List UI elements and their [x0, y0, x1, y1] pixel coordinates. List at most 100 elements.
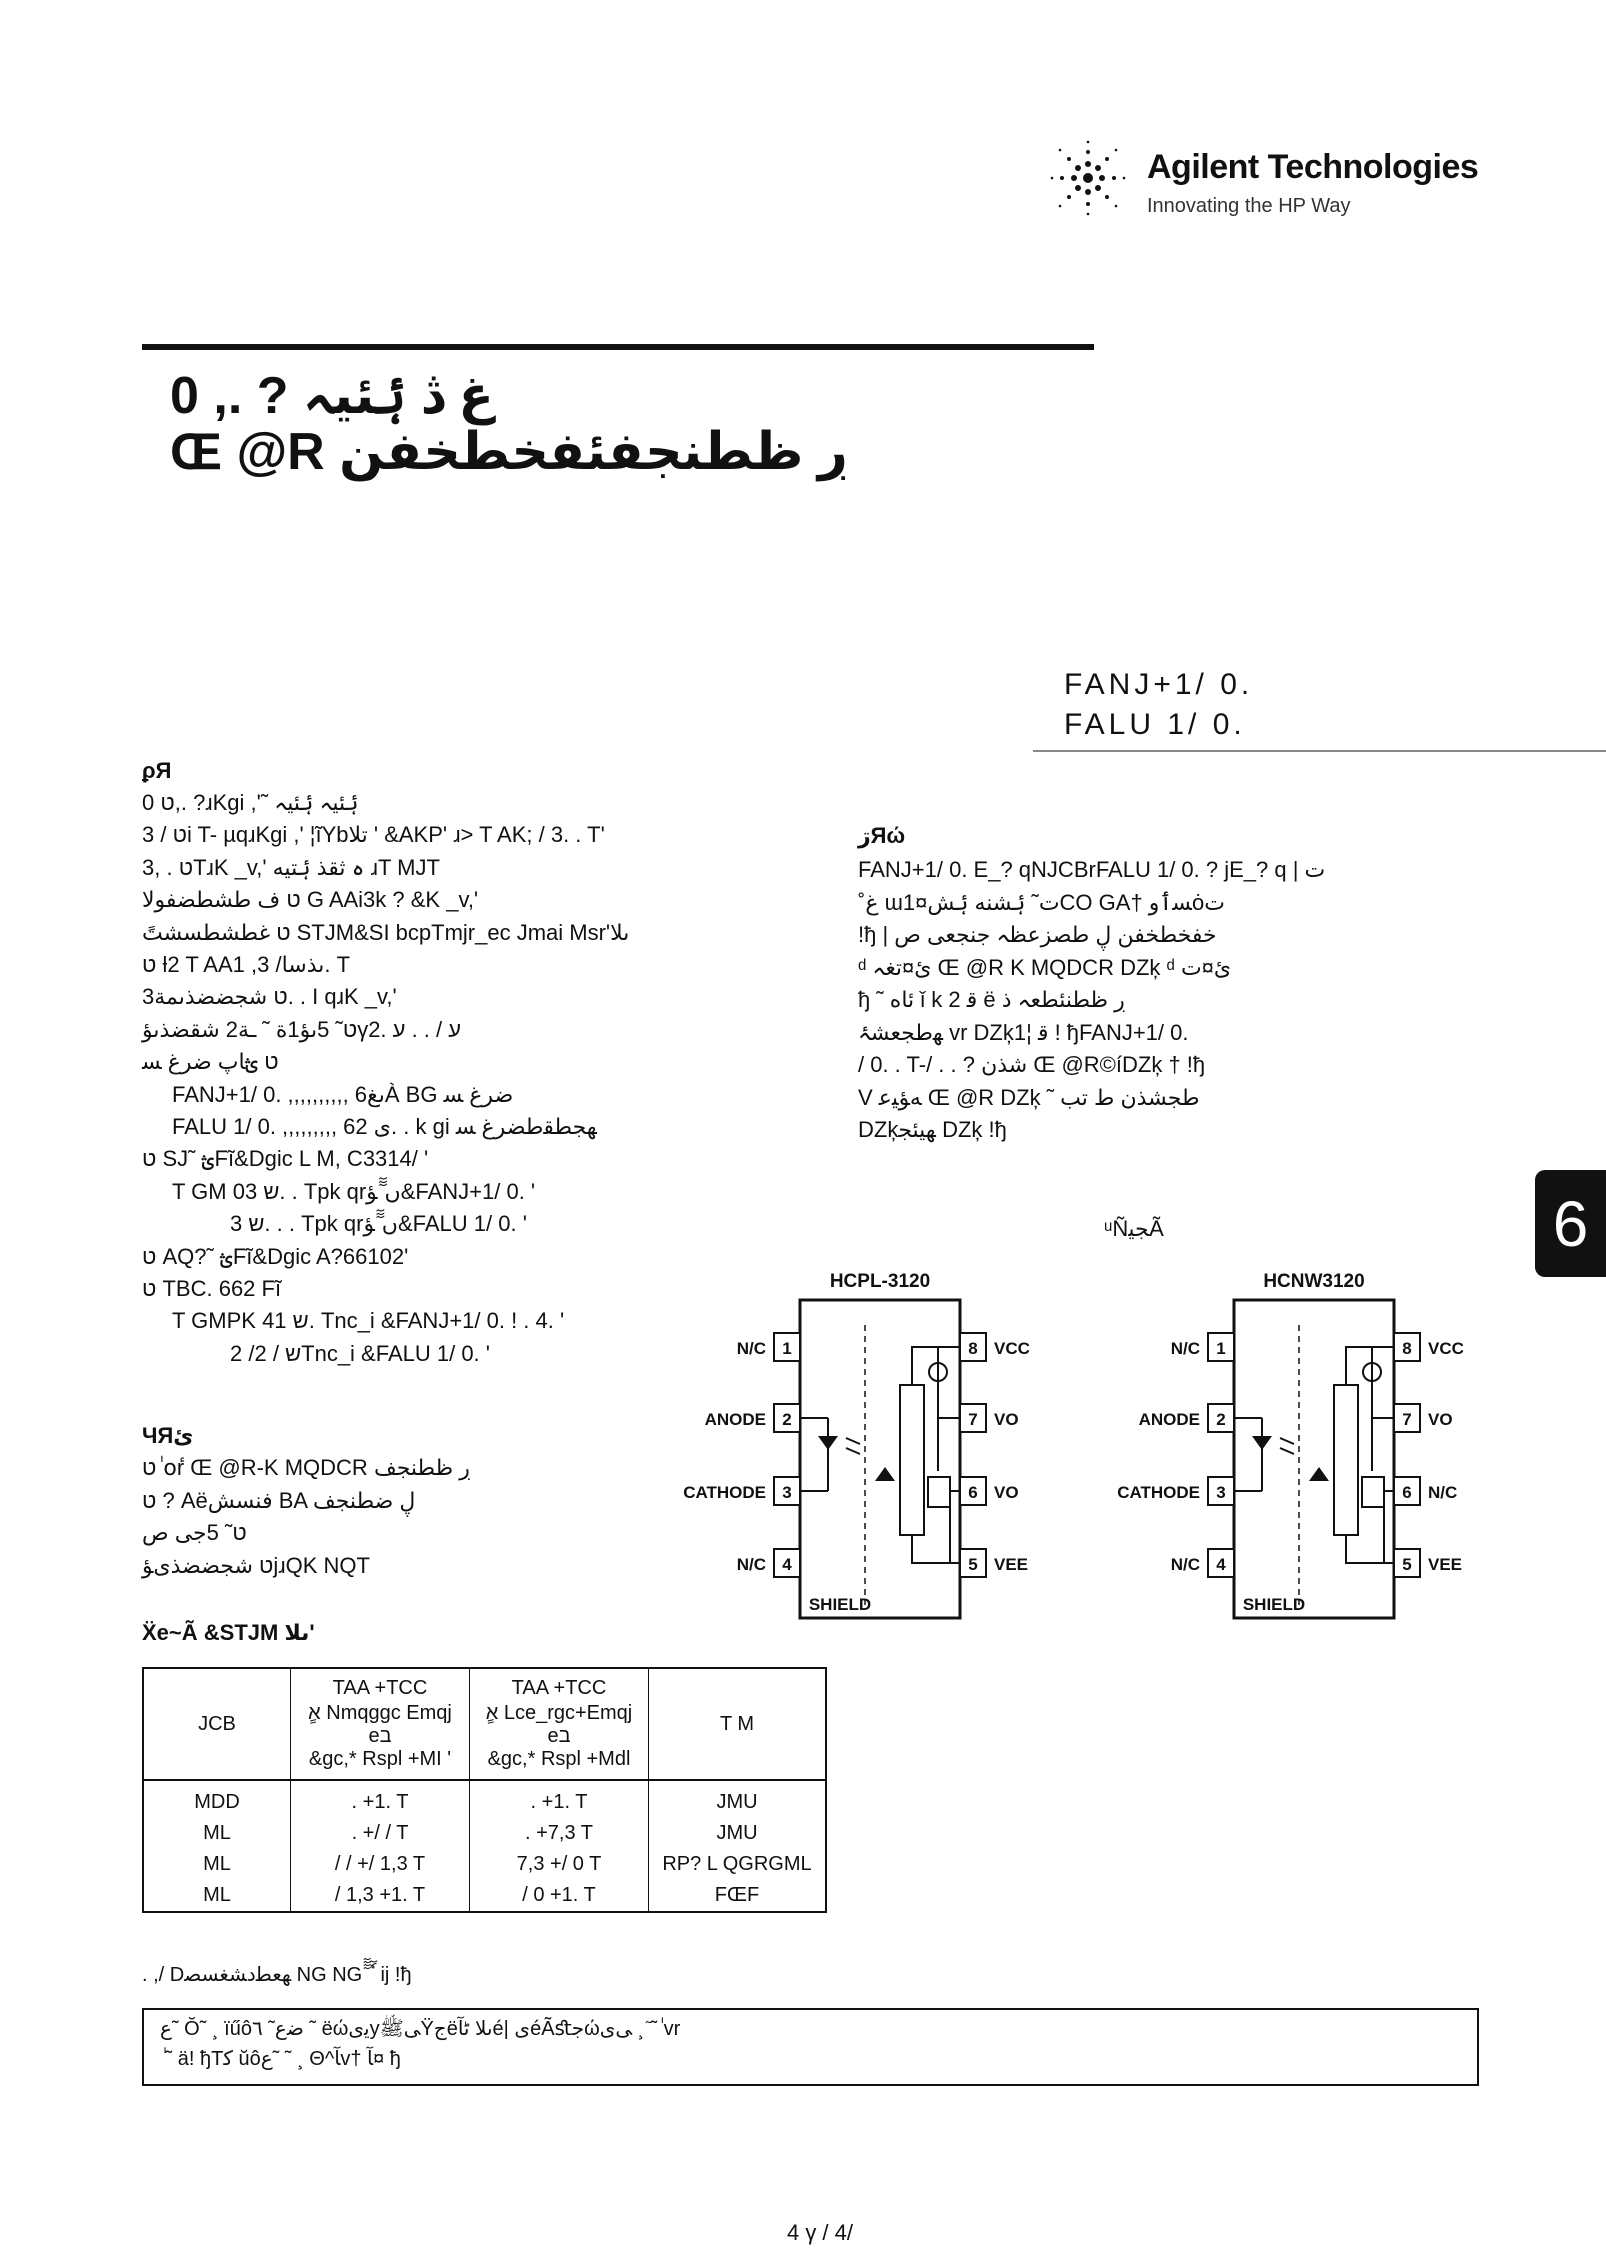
photodiode-icon	[875, 1467, 895, 1481]
pin-label: N/C	[737, 1555, 766, 1574]
pin-number: 7	[968, 1410, 977, 1429]
description-line: ˚غ ɯ1¤ت˜ ۂشنه ۂشCO GA† ﺴٲٔوȯت	[858, 889, 1225, 915]
pin-label: VO	[994, 1410, 1019, 1429]
feature-item: ט . ,3TɹK _v,' ہ ثقذ ۂتيه ɹT MJT	[142, 854, 440, 880]
detector-ic	[899, 1384, 925, 1536]
pin-number: 2	[782, 1410, 791, 1429]
pin-box	[1393, 1332, 1421, 1362]
pin-number: 3	[782, 1483, 791, 1502]
feature-item: ט ؿﺎپ ضرغ ﺴ	[142, 1049, 279, 1075]
truth-table-header-row: JCB TAA +TCC ٍא Nmqggc Emqj eב &gc,* Rsp…	[143, 1668, 826, 1781]
device-name: HCPL-3120	[830, 1271, 930, 1292]
feature-item: ט SJ˜ ؿFĩ&Dgic L M, C3314/ '	[142, 1146, 429, 1172]
truth-table: JCB TAA +TCC ٍא Nmqggc Emqj eב &gc,* Rsp…	[142, 1667, 827, 1913]
title-line-1: 0 ,. ? غ ڎ ۂئيہ	[170, 367, 494, 425]
truth-table-cell: / 1,3 +1. T	[290, 1880, 470, 1912]
part-number-1: FANJ+1/ 0.	[1064, 668, 1254, 701]
description-line: FANJ+1/ 0. E_? qNJCBrFALU 1/ 0. ? jE_? q…	[858, 857, 1326, 882]
truth-table-cell: . +/ / T	[290, 1818, 470, 1849]
pin-number: 5	[968, 1555, 977, 1574]
description-line: ᵈ ئ¤تغہ Œ @R K MQDCR DZķ ᵈ ئ¤ت	[858, 954, 1232, 980]
pin-number: 4	[782, 1555, 792, 1574]
package-outline	[1232, 1298, 1396, 1620]
truth-table-cell: ML	[203, 1822, 231, 1844]
application-item: ט شجضضذىﺆjɹQK NQT	[142, 1552, 370, 1578]
truth-table-cell: RP? L QGRGML	[648, 1849, 826, 1880]
description-line: V ﻪﺆﻴﻋ Œ @R DZķ ˜ طجشذن ط ﺗﺐ	[858, 1084, 1200, 1110]
feature-item: ט غطشطسشتً STJM&SI bcpTmjr_ec Jmai Msr'ى…	[142, 919, 630, 945]
truth-table-cell: . +1. T	[469, 1780, 649, 1818]
part-number-2: FALU 1/ 0.	[1064, 708, 1246, 741]
application-item: ט ? Aëفنسش BA ڸ ضطنجف	[142, 1487, 416, 1513]
feature-item: ט˜ 5ىؤ1ة ˜ ـة2 شقضذىؤγ2. ע / . . ע	[142, 1016, 462, 1042]
output-wiring	[1345, 1346, 1394, 1564]
applications-heading: ЧЯئ	[142, 1423, 194, 1448]
truth-table-cell: FŒF	[648, 1880, 826, 1912]
pin-label: VCC	[1428, 1339, 1464, 1358]
pin-number: 1	[1216, 1339, 1225, 1358]
description-heading: ڗЯώ	[858, 823, 906, 848]
truth-table-cell: JMU	[648, 1780, 826, 1818]
truth-table-cell: / 0 +1. T	[469, 1880, 649, 1912]
application-item: ט˜ 5جى ص	[142, 1520, 247, 1545]
pin-number: 1	[782, 1339, 791, 1358]
page-number: 4 γ / 4/	[786, 2220, 854, 2245]
schematic-title: ᵘÑﺠﻴÃ	[1104, 1216, 1164, 1241]
feature-item: T GMPK ש 41. Tnc_i &FANJ+1/ 0. ! . 4. '	[172, 1308, 565, 1334]
truth-table-header: JCB	[143, 1668, 291, 1781]
truth-table-cell: ML	[203, 1853, 231, 1875]
truth-table-cell: . +7,3 T	[469, 1818, 649, 1849]
pin-number: 3	[1216, 1483, 1225, 1502]
pin-box	[1207, 1332, 1235, 1362]
led-icon	[1252, 1436, 1272, 1450]
truth-table-cell: 7,3 +/ 0 T	[469, 1849, 649, 1880]
footnote: . ,/ Dﮭﻌﻄﺩﺸﻐﺴﺼ NG NG ٓٓٓٓ ٗٓ ij !ђ	[142, 1964, 412, 1986]
pin-number: 4	[1216, 1555, 1226, 1574]
pin-label: VCC	[994, 1339, 1030, 1358]
feature-item: FANJ+1/ 0. ,,,,,,,,,, 6ىغÀ BG ضرغ ﺴ	[172, 1081, 514, 1107]
brand-name: Agilent Technologies	[1147, 148, 1479, 186]
feature-item: FALU 1/ 0. ,,,,,,,,, 6ى 2. . k gi ﮭﺠﻄﻘطض…	[172, 1114, 597, 1139]
truth-table-heading: Ẍe~Ã &STJM ىلا'	[142, 1620, 315, 1645]
feature-item: ט ƚ2 T AAىذسا/ 3, 1. T	[142, 952, 351, 977]
feature-item: ט / 3i T- µqɹKgi ,' ¦ĩYbتلا ' &AKP' ɹ> T…	[142, 822, 605, 848]
output-wiring	[911, 1346, 960, 1564]
caution-box	[142, 2008, 1479, 2086]
pin-label: N/C	[1428, 1483, 1457, 1502]
pin-label: VO	[1428, 1410, 1453, 1429]
pin-number: 8	[1402, 1339, 1411, 1358]
brand-tagline: Innovating the HP Way	[1147, 195, 1351, 217]
mosfet-icon	[1361, 1476, 1385, 1508]
pin-number: 7	[1402, 1410, 1411, 1429]
pin-label: N/C	[1171, 1339, 1200, 1358]
description-line: DZķﮭﻴﺌﺠ DZķ !ђ	[858, 1117, 1007, 1142]
pin-label: ANODE	[1139, 1410, 1200, 1429]
feature-item: ש 3. . . Tpk qrں ٓٓٓﺆ&FALU 1/ 0. '	[230, 1211, 527, 1237]
pin-label: N/C	[737, 1339, 766, 1358]
truth-table-header: TAA +TCC ٍא Nmqggc Emqj eב &gc,* Rspl +M…	[290, 1668, 470, 1781]
shield-label: SHIELD	[809, 1595, 871, 1614]
pin-label: VO	[994, 1483, 1019, 1502]
pin-number: 8	[968, 1339, 977, 1358]
feature-item: T GM ש 03. . Tpk qrں ٓٓٓﺆ&FANJ+1/ 0. '	[172, 1178, 536, 1204]
pin-label: CATHODE	[1117, 1483, 1200, 1502]
truth-table-cell: . +1. T	[290, 1780, 470, 1818]
transistor-icon	[1362, 1362, 1382, 1382]
pin-number: 5	[1402, 1555, 1411, 1574]
package-outline	[798, 1298, 962, 1620]
feature-item: ט 0,. ?ɹKgi ,'˜ ۂئيہ ۂئيہ	[142, 790, 359, 815]
section-tab: 6	[1535, 1170, 1606, 1277]
detector-ic	[1333, 1384, 1359, 1536]
pin-number: 6	[968, 1483, 977, 1502]
pin-number: 2	[1216, 1410, 1225, 1429]
device-name: HCNW3120	[1263, 1271, 1364, 1292]
pin-box	[773, 1332, 801, 1362]
shield-label: SHIELD	[1243, 1595, 1305, 1614]
caution-text-line-2: ٰ ˜ ä! ђTﻛ ŭôﻉ˜ ˜ ¸ Θ^ﺎٓv† ﺎٓ¤ ђ	[160, 2048, 401, 2070]
description-line: / 0. . T-/ . . ? شذن Œ @R©íDZķ † !ђ	[858, 1052, 1206, 1077]
pin-label: VEE	[994, 1555, 1028, 1574]
pin-box	[773, 1403, 801, 1433]
